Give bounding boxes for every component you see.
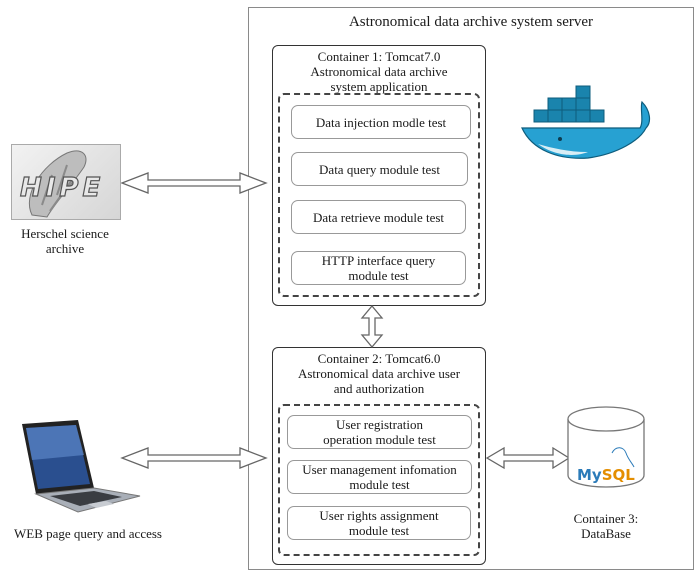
module-http-interface-query[interactable]: HTTP interface query module test — [291, 251, 466, 285]
container-2-title-line3: and authorization — [333, 381, 425, 396]
double-arrow-icon — [120, 447, 268, 469]
laptop-icon — [22, 420, 141, 513]
module-label: Data retrieve module test — [312, 209, 445, 225]
module-label-line1: User rights assignment — [319, 508, 439, 523]
module-label: Data query module test — [319, 161, 440, 177]
module-data-retrieve[interactable]: Data retrieve module test — [291, 200, 466, 234]
docker-whale-icon — [521, 85, 651, 159]
container-2-title-line1: Container 2: Tomcat6.0 — [317, 351, 441, 366]
herschel-label: Herschel science archive — [0, 226, 130, 256]
container-2-title: Container 2: Tomcat6.0 Astronomical data… — [273, 351, 485, 396]
double-arrow-icon — [120, 172, 268, 194]
module-user-rights[interactable]: User rights assignment module test — [287, 506, 471, 540]
web-label: WEB page query and access — [14, 526, 162, 541]
module-label-line1: User registration — [335, 417, 423, 432]
herschel-archive: HIPE — [11, 144, 121, 220]
container-1-title: Container 1: Tomcat7.0 Astronomical data… — [273, 49, 485, 94]
module-label-line1: HTTP interface query — [321, 253, 436, 268]
server-boundary — [248, 7, 694, 570]
double-arrow-icon — [485, 446, 571, 470]
container-2-title-line2: Astronomical data archive user — [297, 366, 461, 381]
module-label-line2: module test — [348, 268, 409, 283]
container-1-title-line1: Container 1: Tomcat7.0 — [317, 49, 441, 64]
herschel-label-line1: Herschel science — [21, 226, 109, 241]
container-2-module-group — [278, 404, 480, 556]
mysql-logo-my: My — [577, 466, 602, 484]
module-user-management[interactable]: User management infomation module test — [287, 460, 472, 494]
module-data-injection[interactable]: Data injection modle test — [291, 105, 471, 139]
mysql-logo: MySQL — [577, 466, 635, 484]
container-3-label-line2: DataBase — [581, 526, 631, 541]
module-user-registration[interactable]: User registration operation module test — [287, 415, 472, 449]
module-label: Data injection modle test — [315, 114, 447, 130]
container-3-label: Container 3: DataBase — [556, 511, 656, 541]
hipe-logo-text: HIPE — [19, 172, 105, 203]
mysql-logo-sql: SQL — [601, 466, 635, 484]
module-label-line2: module test — [348, 523, 410, 538]
server-title: Astronomical data archive system server — [348, 14, 594, 30]
module-label-line2: operation module test — [323, 432, 436, 447]
module-label-line2: module test — [349, 477, 410, 492]
double-arrow-icon — [360, 304, 384, 349]
hipe-logo-icon — [28, 150, 87, 218]
module-data-query[interactable]: Data query module test — [291, 152, 468, 186]
module-label-line1: User management infomation — [302, 462, 457, 477]
container-3-label-line1: Container 3: — [573, 511, 639, 526]
container-1-title-line2: Astronomical data archive — [310, 64, 448, 79]
database-cylinder-icon — [567, 406, 645, 488]
container-1-title-line3: system application — [330, 79, 428, 94]
herschel-label-line2: archive — [45, 241, 85, 256]
container-1-module-group — [278, 93, 480, 297]
